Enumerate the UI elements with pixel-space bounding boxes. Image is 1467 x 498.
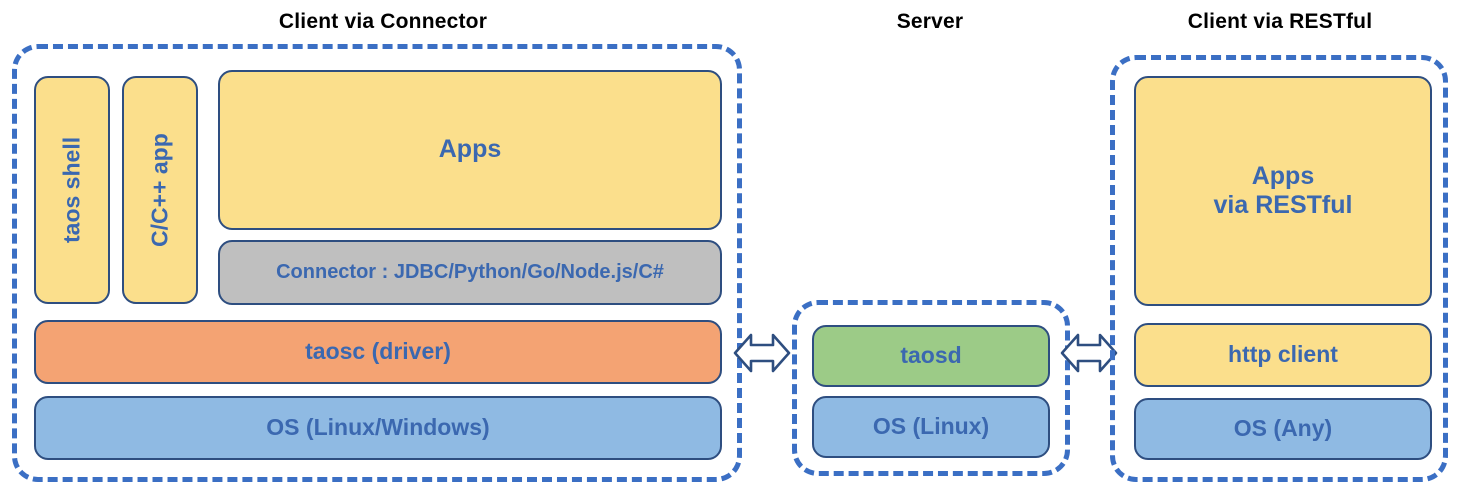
node-apps-via-restful[interactable]: Apps via RESTful	[1134, 76, 1432, 306]
node-taos-shell[interactable]: taos shell	[34, 76, 110, 304]
node-apps[interactable]: Apps	[218, 70, 722, 230]
section-heading-client-connector: Client via Connector	[278, 10, 488, 33]
node-http-client[interactable]: http client	[1134, 323, 1432, 387]
node-taosd[interactable]: taosd	[812, 325, 1050, 387]
node-os-linux-windows[interactable]: OS (Linux/Windows)	[34, 396, 722, 460]
group-server	[792, 300, 1070, 476]
section-heading-server: Server	[896, 10, 964, 33]
group-client-via-restful	[1110, 55, 1448, 482]
node-c-cpp-app[interactable]: C/C++ app	[122, 76, 198, 304]
node-os-any[interactable]: OS (Any)	[1134, 398, 1432, 460]
section-heading-client-restful: Client via RESTful	[1187, 10, 1373, 33]
double-headed-arrow-client-to-server	[733, 325, 791, 381]
node-connector[interactable]: Connector : JDBC/Python/Go/Node.js/C#	[218, 240, 722, 305]
double-headed-arrow-server-to-restful-client	[1060, 325, 1118, 381]
node-taosc-driver[interactable]: taosc (driver)	[34, 320, 722, 384]
node-os-linux[interactable]: OS (Linux)	[812, 396, 1050, 458]
group-client-via-connector	[12, 44, 742, 482]
